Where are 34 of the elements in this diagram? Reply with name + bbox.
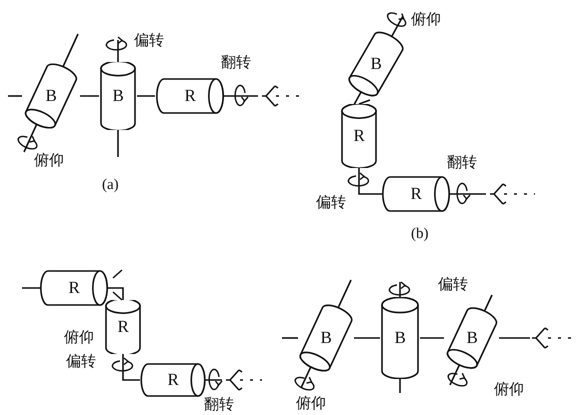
joint-letter: R <box>184 87 196 104</box>
joint-letter: R <box>168 371 179 388</box>
panel-label: (b) <box>411 226 428 243</box>
motion-label: 偏转 <box>438 277 468 294</box>
motion-label: 偏转 <box>134 33 164 50</box>
joint-letter: R <box>354 127 365 144</box>
shaft-line <box>80 95 99 97</box>
shaft-line <box>358 168 382 195</box>
joint-letter: B <box>320 329 332 346</box>
joint-letter: R <box>410 185 422 202</box>
motion-label: 俯仰 <box>64 330 94 347</box>
joint-letter: R <box>68 279 80 296</box>
motion-label: 俯仰 <box>411 12 441 29</box>
joint-letter: B <box>370 55 382 72</box>
motion-label: 翻转 <box>204 397 234 414</box>
shaft-line <box>354 337 380 339</box>
shaft-line <box>122 354 140 381</box>
joint-letter: B <box>394 329 406 346</box>
motion-label: 俯仰 <box>296 396 326 413</box>
joint-letter: B <box>46 87 57 104</box>
motion-label: 俯仰 <box>34 153 64 170</box>
joint-letter: B <box>112 87 124 104</box>
joint-letter: R <box>118 318 129 335</box>
shaft-line <box>137 95 155 97</box>
motion-label: 俯仰 <box>494 382 524 399</box>
motion-label: 翻转 <box>221 55 251 72</box>
motion-label: 翻转 <box>447 155 477 172</box>
motion-label: 偏转 <box>66 354 96 371</box>
motion-label: 偏转 <box>316 195 346 212</box>
shaft-line <box>108 287 124 300</box>
shaft-line <box>420 337 444 339</box>
joint-letter: B <box>466 329 478 346</box>
shaft-line <box>358 99 370 105</box>
panel-label: (a) <box>102 177 119 194</box>
